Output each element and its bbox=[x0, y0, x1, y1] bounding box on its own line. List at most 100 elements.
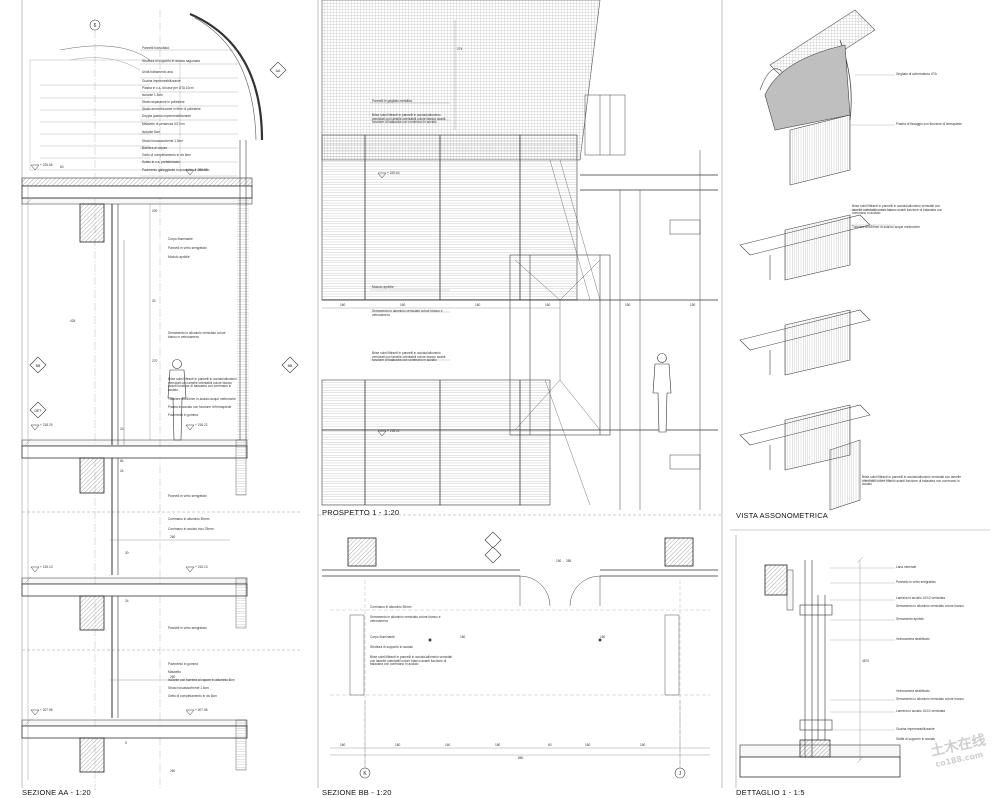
note-aa: Serramento in alluminio verniciato color… bbox=[168, 331, 226, 339]
note-aa: Massetto bbox=[168, 670, 181, 674]
title-vista-assonometrica: VISTA ASSONOMETRICA bbox=[736, 511, 829, 520]
note-bb: Corrimano in alluminio 50mm bbox=[370, 605, 412, 609]
note-bb: Serramento in alluminio verniciato color… bbox=[370, 615, 441, 623]
level-label: + 207.96 bbox=[195, 708, 208, 712]
dimension-label: 180 bbox=[495, 743, 501, 747]
note-dettaglio: Serramento apribile bbox=[896, 617, 924, 621]
dimension-label: 160 bbox=[600, 635, 606, 639]
dimension-label: 260 bbox=[170, 535, 176, 539]
note-aa: Modulo apribile bbox=[168, 255, 190, 259]
note-aa: Corrimano in alluminio 50mm bbox=[168, 517, 210, 521]
dimension-label: 860 bbox=[518, 756, 524, 760]
note-aa: Pannelli in vetro serigrafato bbox=[168, 246, 207, 250]
title-prospetto: PROSPETTO 1 - 1:20 bbox=[322, 508, 400, 517]
dimension-label: 160 bbox=[400, 303, 406, 307]
prospetto-elevation bbox=[321, 0, 718, 564]
dimension-label: 24 bbox=[120, 427, 124, 431]
note-aa: Pavimento in gomma bbox=[168, 413, 198, 417]
note-aa: Massetto di pendenza 5/17cm bbox=[142, 122, 185, 126]
note-dettaglio: Serramento in alluminio verniciato color… bbox=[896, 697, 964, 701]
dimension-label: 160 bbox=[395, 743, 401, 747]
sezione-bb-plan: K J bbox=[322, 537, 718, 779]
note-aa: Brise soleil filtranti in pannelli in ac… bbox=[168, 377, 237, 392]
level-label: + 220.63 bbox=[195, 168, 208, 172]
cut-marker-det: DET bbox=[35, 409, 43, 413]
note-aa: Strato separatore in poliestere bbox=[142, 100, 185, 104]
note-prospetto: Pannelli in grigliato metallico bbox=[372, 99, 413, 103]
level-label: + 215.13 bbox=[195, 565, 208, 569]
title-sezione-aa: SEZIONE AA - 1:20 bbox=[22, 788, 91, 797]
note-vista: Grigliato di schermatura UTA bbox=[896, 72, 937, 76]
note-aa: Strato fonoassorbente 1.5cm bbox=[142, 139, 183, 143]
dimension-label: 160 bbox=[545, 303, 551, 307]
axis-j-label: J bbox=[679, 771, 682, 777]
note-aa: Isolante 1.5cm bbox=[142, 93, 163, 97]
note-dettaglio: Lana minerale bbox=[896, 565, 917, 569]
level-label: + 207.96 bbox=[40, 708, 53, 712]
note-bb: Corpo illuminante bbox=[370, 635, 395, 639]
note-aa: Getto di completamento in cls 8cm bbox=[168, 694, 217, 698]
dimension-label: 30 bbox=[152, 299, 156, 303]
dimension-label: 160 bbox=[340, 303, 346, 307]
vista-assonometrica bbox=[739, 9, 895, 511]
note-prospetto: Serramento in alluminio verniciato color… bbox=[372, 309, 443, 317]
note-aa: Doppia guaina impermeabilizzante bbox=[142, 114, 191, 118]
dimension-label: 150 bbox=[556, 559, 562, 563]
dimension-label: 24 bbox=[125, 599, 129, 603]
note-aa: Guaina impermeabilizzante bbox=[142, 79, 181, 83]
note-aa: Unità trattamento aria bbox=[142, 70, 173, 74]
note-bb: Brise soleil filtranti in pannelli in ac… bbox=[370, 655, 453, 667]
note-aa: Piastra in c.a. di base per UTA 10cm bbox=[142, 86, 194, 90]
cut-marker-bb-right: BB bbox=[288, 364, 293, 368]
dimension-label: 84 bbox=[120, 459, 124, 463]
dimension-label: 160 bbox=[640, 743, 646, 747]
dimension-label: 274 bbox=[457, 47, 463, 51]
person-silhouette-prospetto bbox=[652, 353, 672, 433]
level-label: + 225.63 bbox=[387, 171, 400, 175]
dimension-label: 5 bbox=[125, 741, 127, 745]
note-dettaglio: Pannello in vetro serigrafato bbox=[896, 580, 936, 584]
axis-k-label: K bbox=[363, 771, 367, 777]
dimension-label: 428 bbox=[70, 319, 76, 323]
dimension-label: 160 bbox=[585, 743, 591, 747]
dimension-label: 60 bbox=[60, 165, 64, 169]
dimension-label: 285 bbox=[566, 559, 572, 563]
dettaglio-detail bbox=[739, 556, 901, 778]
note-vista: Brise soleil filtranti in pannelli in ac… bbox=[852, 204, 943, 216]
note-aa: Solaio in c.a. prefabbricato bbox=[142, 160, 180, 164]
note-dettaglio: Lamiera in acciaio 10/10 verniciata bbox=[896, 709, 946, 713]
note-aa: Tubolare 80x40mm in acciaio acque meteor… bbox=[168, 397, 236, 401]
dimension-label: 150 bbox=[625, 303, 631, 307]
panel-frames bbox=[21, 0, 990, 788]
sezione-aa-section: 6 bbox=[21, 10, 299, 790]
note-aa: Pavimento in gomma bbox=[168, 662, 198, 666]
note-vista: Tubolare 80x40mm di scarico acque meteor… bbox=[852, 225, 920, 229]
dimension-label: 260 bbox=[170, 769, 176, 773]
dimension-label: 60 bbox=[548, 743, 552, 747]
note-aa: Pavimento galleggiante in quadrotte di c… bbox=[142, 168, 210, 172]
note-aa: Isolante con barriera al vapore in allum… bbox=[168, 678, 235, 682]
cut-marker-aa-top: AA bbox=[276, 69, 281, 73]
dimension-label: 4670 bbox=[862, 659, 870, 663]
note-aa: Corpo illuminante bbox=[168, 237, 193, 241]
level-label: + 225.66 bbox=[40, 163, 53, 167]
note-aa: Barriera al vapore bbox=[142, 146, 168, 150]
note-dettaglio: Vetrocamera stratificato bbox=[896, 637, 930, 641]
note-aa: Pannelli in vetro serigrafato bbox=[168, 494, 207, 498]
note-dettaglio: Vetrocamera stratificato bbox=[896, 689, 930, 693]
level-label: + 218.29 bbox=[40, 423, 53, 427]
dimension-label: 160 bbox=[475, 303, 481, 307]
note-aa: Corrimano in acciaio inox 25mm bbox=[168, 527, 214, 531]
note-bb: Struttura di supporto in acciaio bbox=[370, 645, 414, 649]
dimension-label: 24 bbox=[120, 469, 124, 473]
title-dettaglio: DETTAGLIO 1 - 1:5 bbox=[736, 788, 805, 797]
note-aa: Pannelli in vetro serigrafato bbox=[168, 626, 207, 630]
dimension-label: 160 bbox=[340, 743, 346, 747]
note-dettaglio: Serramento in alluminio verniciato color… bbox=[896, 604, 964, 608]
dimension-label: 200 bbox=[152, 209, 158, 213]
note-aa: Piastra in acciaio con funzione di ferma… bbox=[168, 405, 232, 409]
note-aa: Struttura di supporto in acciaio sagomat… bbox=[142, 59, 200, 63]
note-aa: Getto di completamento in cls 8cm bbox=[142, 153, 191, 157]
title-sezione-bb: SEZIONE BB - 1:20 bbox=[322, 788, 392, 797]
